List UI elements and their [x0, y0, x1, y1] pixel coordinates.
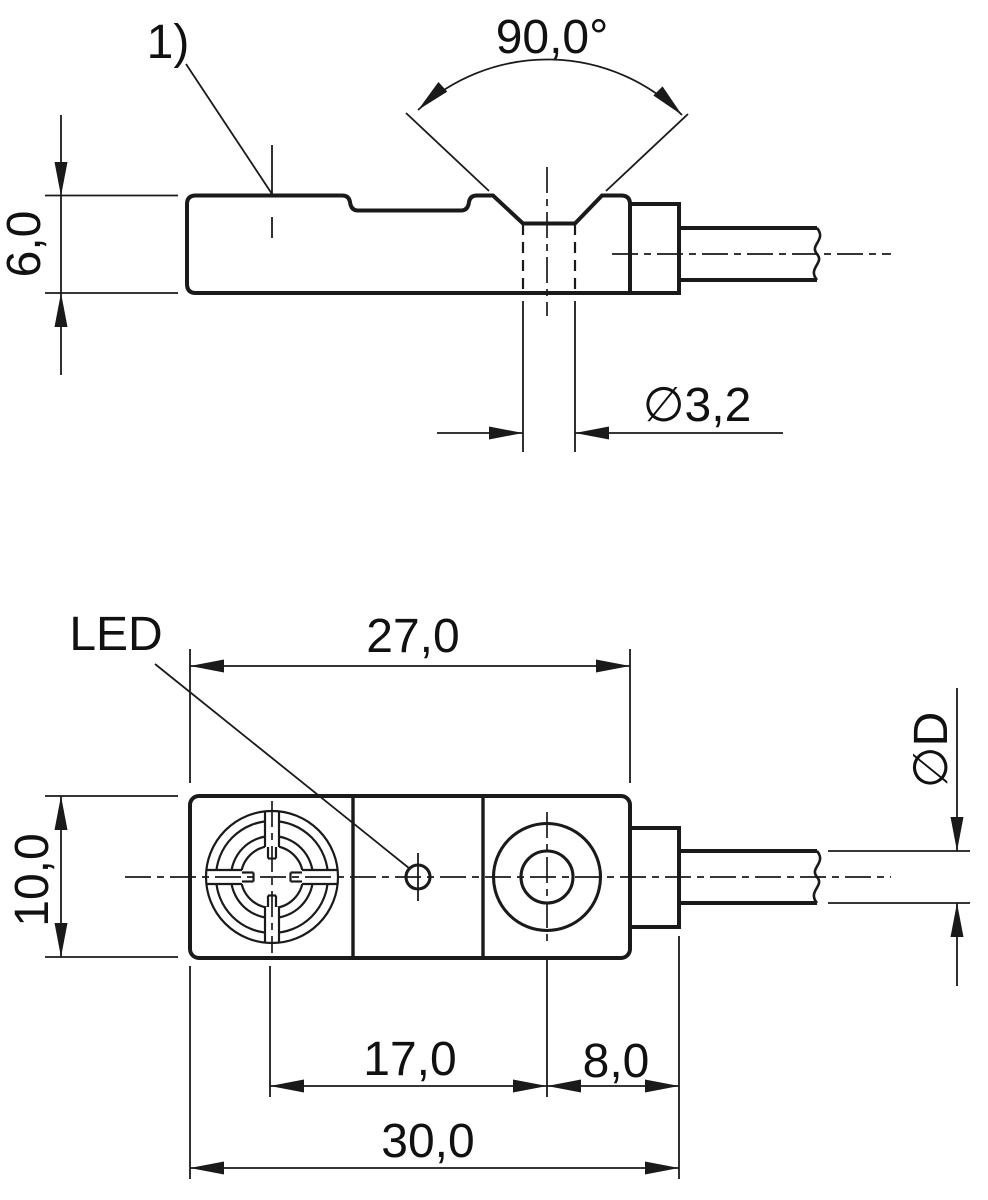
arrowhead: [54, 293, 68, 327]
angle-arc: [417, 58, 683, 116]
side-view: 1) 90,0° 6,0 ∅3: [0, 11, 891, 452]
hole-diameter-value: ∅3,2: [643, 379, 752, 432]
arrowhead: [950, 903, 964, 937]
height-value: 6,0: [0, 211, 51, 278]
arrowhead: [547, 1079, 581, 1093]
dim-height: 6,0: [0, 115, 178, 375]
dim-total-length: 30,0: [189, 966, 679, 1179]
mounting-hole-top: [491, 812, 603, 944]
dim-body-width: 10,0: [6, 795, 178, 958]
arrowhead: [645, 1079, 679, 1093]
dim-countersink-angle: 90,0°: [405, 11, 689, 192]
top-view: LED 27,0 10,0: [6, 608, 970, 1179]
cable-side: [612, 226, 891, 282]
footnote-callout: 1): [147, 16, 273, 195]
arrowhead: [54, 162, 68, 196]
hole-position-value: 17,0: [363, 1033, 456, 1086]
angle-value: 90,0°: [496, 11, 609, 64]
arrowhead: [418, 82, 448, 110]
connector-length-value: 8,0: [583, 1035, 650, 1088]
dim-cable-diameter: ∅D: [828, 688, 970, 986]
arrowhead: [54, 923, 68, 957]
body-length-value: 27,0: [366, 610, 459, 663]
footnote-label: 1): [147, 16, 190, 69]
led-label: LED: [69, 608, 162, 661]
arrowhead: [54, 796, 68, 830]
dim-hole-diameter: ∅3,2: [437, 301, 783, 452]
arrowhead: [645, 1161, 679, 1175]
led-indicator: [404, 853, 432, 901]
arrowhead: [653, 86, 682, 115]
arrowhead: [489, 426, 523, 440]
total-length-value: 30,0: [381, 1115, 474, 1168]
arrowhead: [270, 1079, 304, 1093]
dim-hole-position: 17,0: [269, 960, 548, 1097]
led-callout: LED: [69, 608, 411, 870]
body-width-value: 10,0: [6, 833, 59, 926]
arrowhead: [513, 1079, 547, 1093]
arrowhead: [190, 659, 224, 673]
dim-body-length: 27,0: [189, 610, 631, 783]
arrowhead: [190, 1161, 224, 1175]
dim-connector-length: 8,0: [547, 936, 680, 1179]
sensor-body-side: [185, 193, 632, 295]
mounting-hole-side: [521, 167, 577, 316]
footnote-leader: [185, 63, 273, 195]
led-leader: [154, 663, 411, 870]
arrowhead: [950, 817, 964, 851]
arrowhead: [575, 426, 609, 440]
arrowhead: [596, 659, 630, 673]
cable-diameter-value: ∅D: [905, 712, 958, 788]
connector-side: [628, 202, 681, 295]
